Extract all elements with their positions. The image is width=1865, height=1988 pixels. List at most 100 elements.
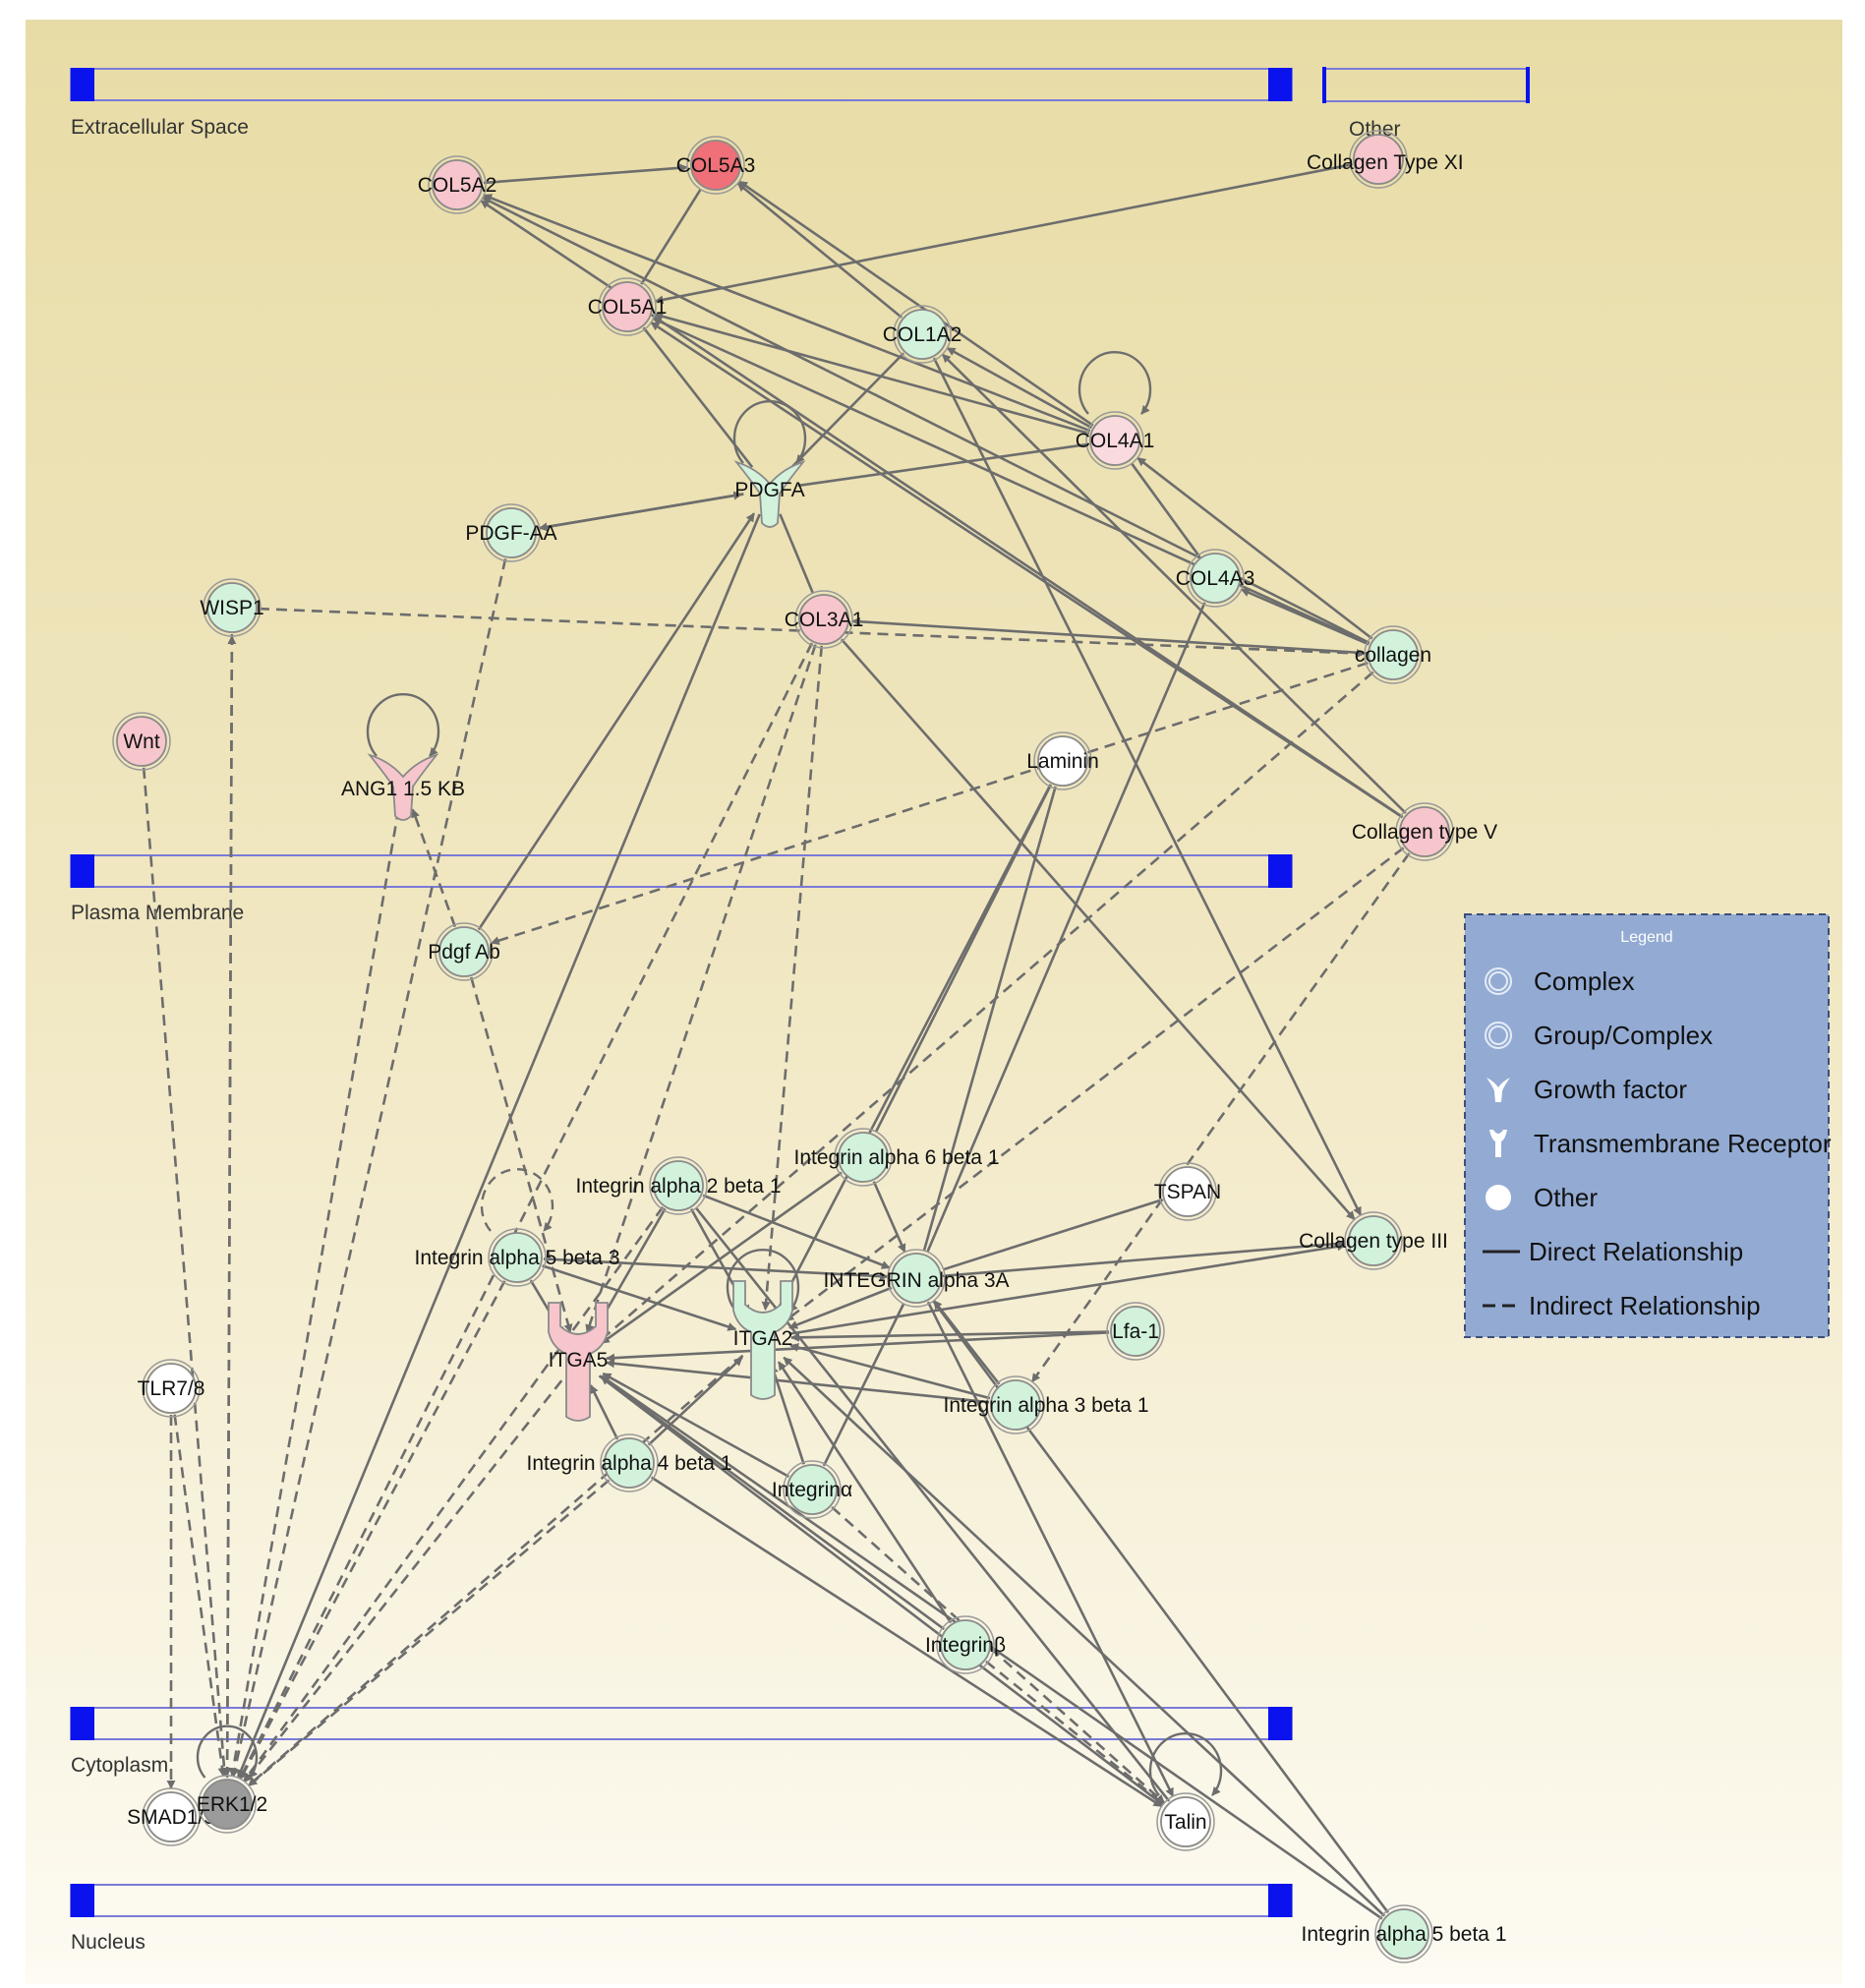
node-integrina[interactable]: Integrinα xyxy=(772,1460,852,1519)
node-col5a3[interactable]: COL5A3 xyxy=(676,136,756,195)
node-lfa1[interactable]: Lfa-1 xyxy=(1106,1302,1165,1361)
node-label: Integrin alpha 5 beta 3 xyxy=(415,1247,620,1269)
group-complex-icon-inner xyxy=(1488,1025,1508,1045)
edge-itga5-erk12 xyxy=(243,1379,563,1783)
node-label: COL5A1 xyxy=(588,296,668,319)
node-outer-ring xyxy=(198,1775,257,1834)
self-loop-col4a1 xyxy=(1078,351,1152,415)
edge-ia4b1-erk12 xyxy=(248,1479,611,1787)
node-ia6b1[interactable]: Integrin alpha 6 beta 1 xyxy=(794,1128,1000,1187)
self-loop-pdgfa xyxy=(732,400,807,464)
self-loop-ia5b3 xyxy=(480,1168,554,1232)
edge-pdgfa-col3a1 xyxy=(779,513,815,594)
node-erk12[interactable]: ERK1/2 xyxy=(197,1775,267,1834)
node-ia5b1[interactable]: Integrin alpha 5 beta 1 xyxy=(1302,1904,1507,1963)
node-collagen[interactable]: collagen xyxy=(1355,625,1431,684)
legend-item-label: Group/Complex xyxy=(1534,1021,1713,1050)
node-outer-ring xyxy=(1374,1904,1433,1963)
node-pdgfaa[interactable]: PDGF-AA xyxy=(465,503,557,562)
compartment-extracellular: Extracellular Space xyxy=(70,68,1293,139)
edge-ang1-erk12 xyxy=(228,808,400,1778)
node-outer-ring xyxy=(482,503,541,562)
edge-ia3b1-itga2 xyxy=(789,1343,991,1400)
edge-collagen-col5a1 xyxy=(652,317,1370,646)
compartment-handle-left[interactable] xyxy=(71,1707,94,1740)
edge-pdgfaa-pdgfa xyxy=(537,491,743,530)
compartment-other-handle-left[interactable] xyxy=(1322,67,1326,103)
node-col4a1[interactable]: COL4A1 xyxy=(1076,411,1155,470)
node-itga2[interactable]: ITGA2 xyxy=(732,1280,793,1400)
node-circle xyxy=(1110,1306,1161,1357)
node-outer-ring xyxy=(142,1359,201,1418)
compartment-handle-right[interactable] xyxy=(1268,1707,1292,1740)
node-integrinb[interactable]: Integrinβ xyxy=(925,1615,1006,1674)
node-col3a1[interactable]: COL3A1 xyxy=(785,590,864,649)
compartment-handle-right[interactable] xyxy=(1268,1884,1292,1917)
edge-coltypev-col5a1 xyxy=(650,321,1404,819)
node-coltypev[interactable]: Collagen type V xyxy=(1352,802,1497,861)
compartment-handle-left[interactable] xyxy=(71,68,94,101)
transmembrane-receptor-icon xyxy=(1489,1130,1507,1157)
legend-item: Group/Complex xyxy=(1485,1021,1713,1050)
compartment-handle-right[interactable] xyxy=(1268,68,1292,101)
node-col5a2[interactable]: COL5A2 xyxy=(418,155,497,214)
node-ang1[interactable]: ANG1 1.5 KB xyxy=(341,753,465,821)
node-col4a3[interactable]: COL4A3 xyxy=(1176,549,1255,608)
node-outer-ring xyxy=(1186,549,1245,608)
node-itga5[interactable]: ITGA5 xyxy=(548,1302,609,1422)
node-coltypeiii[interactable]: Collagen type III xyxy=(1299,1211,1448,1270)
node-circle xyxy=(206,582,258,633)
node-tlr78[interactable]: TLR7/8 xyxy=(138,1359,205,1418)
compartment-other-handle-right[interactable] xyxy=(1526,67,1530,103)
node-outer-ring xyxy=(1033,731,1092,790)
node-circle xyxy=(690,140,741,191)
node-talin[interactable]: Talin xyxy=(1156,1792,1215,1851)
edge-col4a3-intga3a xyxy=(926,602,1206,1253)
edge-ia5b1-itga5 xyxy=(601,1374,1383,1920)
node-outer-ring xyxy=(1156,1792,1215,1851)
edge-itga2-coltypeiii xyxy=(788,1242,1347,1336)
node-ia4b1[interactable]: Integrin alpha 4 beta 1 xyxy=(527,1433,732,1492)
edge-talin-ia2b1 xyxy=(695,1206,1171,1802)
node-intga3a[interactable]: INTEGRIN alpha 3A xyxy=(823,1249,1010,1308)
node-wnt[interactable]: Wnt xyxy=(112,712,171,771)
node-circle xyxy=(146,1363,197,1414)
node-ia2b1[interactable]: Integrin alpha 2 beta 1 xyxy=(576,1156,782,1215)
edge-integrina-talin xyxy=(831,1505,1166,1804)
self-loop-talin xyxy=(1148,1732,1223,1796)
node-circle xyxy=(486,507,537,558)
node-col1a2[interactable]: COL1A2 xyxy=(883,305,962,364)
edge-pdgfab-pdgfa xyxy=(477,512,756,931)
node-col5a1[interactable]: COL5A1 xyxy=(588,277,668,336)
node-tspan[interactable]: TSPAN xyxy=(1154,1162,1221,1221)
node-ia5b3[interactable]: Integrin alpha 5 beta 3 xyxy=(415,1228,620,1287)
node-label: Collagen Type XI xyxy=(1307,151,1464,174)
compartment-handle-left[interactable] xyxy=(71,854,94,888)
node-outer-ring xyxy=(142,1787,201,1846)
edge-integrinb-talin xyxy=(985,1660,1165,1805)
compartment-label: Cytoplasm xyxy=(71,1754,168,1777)
node-pdgfab[interactable]: Pdgf Ab xyxy=(428,922,500,981)
edge-integrinb-itga2 xyxy=(777,1361,953,1624)
node-label: ERK1/2 xyxy=(197,1793,267,1816)
edge-pdgfab-ang1 xyxy=(411,808,457,928)
edge-intga3a-talin xyxy=(926,1301,1175,1797)
node-outer-ring xyxy=(1106,1302,1165,1361)
node-ia3b1[interactable]: Integrin alpha 3 beta 1 xyxy=(944,1375,1149,1434)
compartment-label: Other xyxy=(1349,118,1401,141)
node-smad15[interactable]: SMAD1/5 xyxy=(127,1787,215,1846)
node-laminin[interactable]: Laminin xyxy=(1026,731,1099,790)
complex-icon xyxy=(1485,967,1512,995)
node-coltypexi[interactable]: Collagen Type XI xyxy=(1307,130,1464,189)
node-wisp1[interactable]: WISP1 xyxy=(200,578,264,637)
compartment-handle-right[interactable] xyxy=(1268,854,1292,888)
complex-icon-inner xyxy=(1488,971,1508,991)
edge-ia4b1-itga2 xyxy=(647,1356,743,1446)
compartment-handle-left[interactable] xyxy=(71,1884,94,1917)
edge-ia5b3-intga3a xyxy=(543,1257,889,1281)
node-label: Integrin alpha 6 beta 1 xyxy=(794,1146,1000,1169)
edge-coltypexi-col5a1 xyxy=(654,162,1353,305)
node-pdgfa[interactable]: PDGFA xyxy=(733,460,806,528)
